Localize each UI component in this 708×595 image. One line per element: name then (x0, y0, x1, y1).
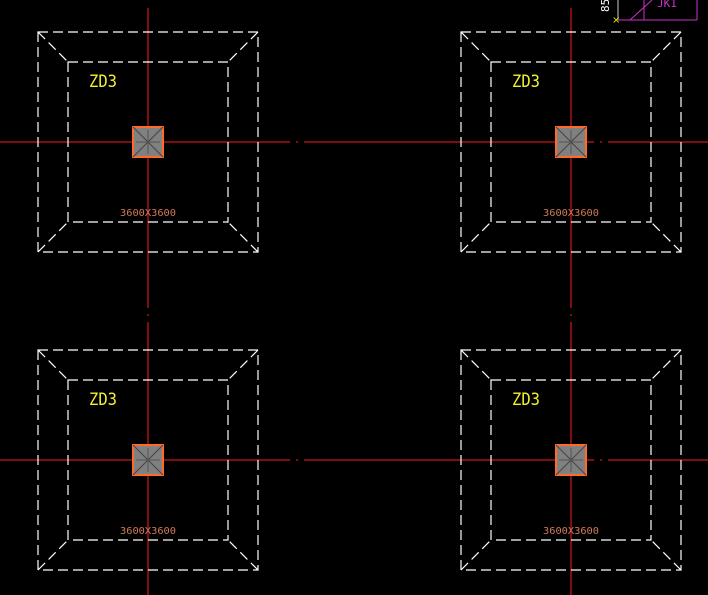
footing-mark-label: ZD3 (512, 390, 540, 410)
footing-outer-outline (460, 349, 682, 571)
corner-tag: JK1 (657, 0, 677, 10)
column-box (555, 444, 587, 476)
grid-axes (0, 8, 708, 595)
footing-size-label: 3600X3600 (543, 526, 599, 537)
footing-size-label: 3600X3600 (543, 208, 599, 219)
column-box (555, 126, 587, 158)
footing-top-left: ZD3 3600X3600 (37, 31, 259, 253)
footing-corner-line-4 (227, 539, 259, 571)
footing-bottom-left: ZD3 3600X3600 (37, 349, 259, 571)
footing-corner-line-1 (37, 349, 69, 381)
footing-mark-label: ZD3 (512, 72, 540, 92)
footing-mark-label: ZD3 (89, 72, 117, 92)
footing-bottom-right: ZD3 3600X3600 (460, 349, 682, 571)
footing-corner-line-1 (460, 349, 492, 381)
footing-corner-line-3 (460, 539, 492, 571)
footing-corner-line-4 (650, 221, 682, 253)
footing-inner-outline (490, 379, 652, 541)
footing-corner-line-4 (650, 539, 682, 571)
footing-corner-line-2 (650, 349, 682, 381)
footing-corner-line-1 (37, 31, 69, 63)
footing-outer-outline (460, 31, 682, 253)
footing-outer-outline (37, 31, 259, 253)
footing-outer-outline (37, 349, 259, 571)
footing-corner-line-1 (460, 31, 492, 63)
footing-mark-label: ZD3 (89, 390, 117, 410)
footing-size-label: 3600X3600 (120, 526, 176, 537)
footing-inner-outline (67, 61, 229, 223)
footing-corner-line-3 (37, 539, 69, 571)
footing-corner-line-3 (37, 221, 69, 253)
footing-size-label: 3600X3600 (120, 208, 176, 219)
footing-corner-line-2 (227, 31, 259, 63)
column-box (132, 444, 164, 476)
corner-number: 85 (599, 0, 612, 12)
corner-cross-mark: × (612, 15, 620, 26)
footing-corner-line-3 (460, 221, 492, 253)
corner-annotation: 85 JK1 × (599, 0, 698, 26)
footing-top-right: ZD3 3600X3600 (460, 31, 682, 253)
column-box (132, 126, 164, 158)
footings-layer: ZD33600X3600ZD33600X3600ZD33600X3600ZD33… (37, 31, 682, 571)
footing-corner-line-2 (650, 31, 682, 63)
footing-corner-line-2 (227, 349, 259, 381)
footing-corner-line-4 (227, 221, 259, 253)
footing-inner-outline (67, 379, 229, 541)
corner-tag-diagonal (629, 0, 653, 21)
footing-inner-outline (490, 61, 652, 223)
